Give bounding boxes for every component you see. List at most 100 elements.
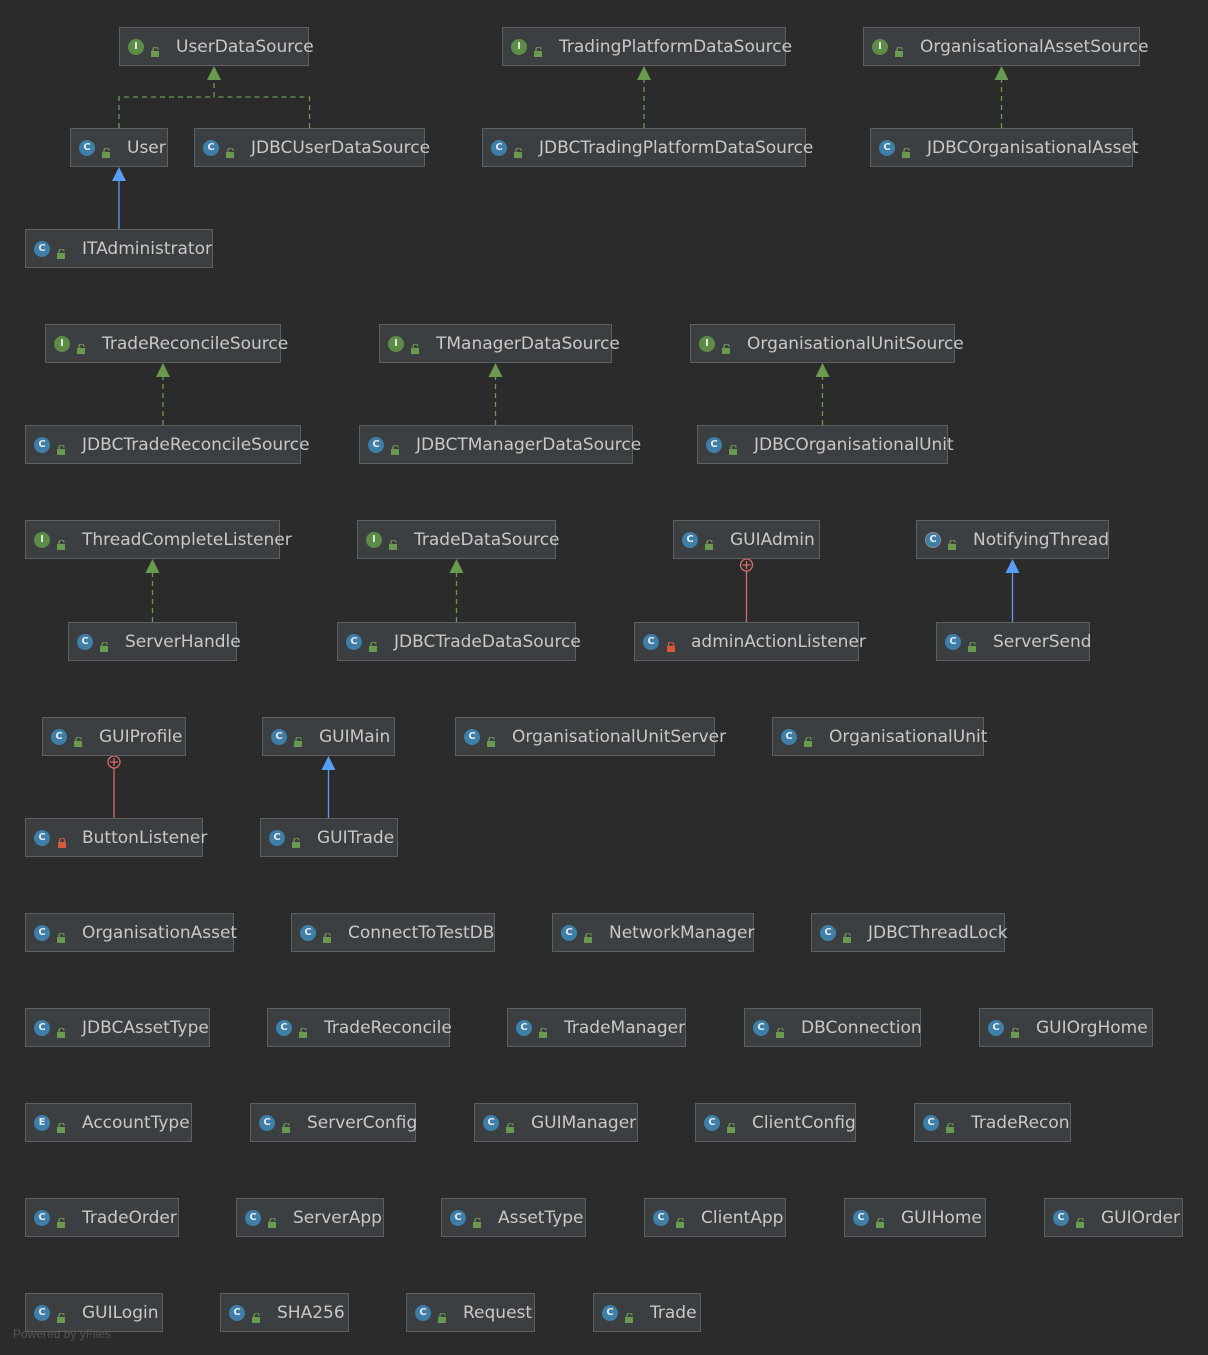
- public-lock-icon: [251, 1308, 263, 1323]
- class-node-label: Request: [463, 1302, 533, 1323]
- public-lock-icon: [775, 1023, 787, 1038]
- public-lock-icon: [56, 928, 68, 943]
- edge-jdbct-manager-data-source-to-t-manager-data-source: [488, 363, 503, 425]
- private-lock-icon: [665, 637, 677, 652]
- edge-jdbc-organisational-unit-to-organisational-unit-source: [815, 363, 830, 425]
- edge-button-listener-to-gui-profile: [107, 755, 121, 818]
- class-icon: C: [34, 1209, 50, 1226]
- public-lock-icon: [842, 928, 854, 943]
- class-node-trade-order[interactable]: C TradeOrder: [25, 1198, 179, 1237]
- public-lock-icon: [56, 440, 68, 455]
- public-lock-icon: [967, 637, 979, 652]
- class-node-label: JDBCOrganisationalAsset: [927, 137, 1139, 158]
- class-icon: C: [682, 531, 698, 548]
- class-node-server-app[interactable]: C ServerApp: [236, 1198, 384, 1237]
- class-node-label: JDBCTradeDataSource: [394, 631, 581, 652]
- public-lock-icon: [281, 1118, 293, 1133]
- public-lock-icon: [73, 732, 85, 747]
- class-node-label: ThreadCompleteListener: [82, 529, 292, 550]
- class-icon: C: [853, 1209, 869, 1226]
- class-icon: C: [34, 1304, 50, 1321]
- public-lock-icon: [704, 535, 716, 550]
- main-class-icon: C: [245, 1209, 261, 1226]
- class-node-trade-reconcile[interactable]: C TradeReconcile: [267, 1008, 452, 1047]
- class-icon: C: [271, 728, 287, 745]
- enum-icon: E: [34, 1114, 50, 1131]
- class-icon: C: [704, 1114, 720, 1131]
- public-lock-icon: [410, 339, 422, 354]
- class-icon: C: [203, 139, 219, 156]
- class-node-label: TManagerDataSource: [436, 333, 620, 354]
- class-node-label: TradeOrder: [82, 1207, 177, 1228]
- public-lock-icon: [875, 1213, 887, 1228]
- public-lock-icon: [472, 1213, 484, 1228]
- class-node-label: ServerApp: [293, 1207, 382, 1228]
- class-node-label: TradeReconcile: [324, 1017, 452, 1038]
- class-icon: C: [229, 1304, 245, 1321]
- class-icon: C: [1053, 1209, 1069, 1226]
- public-lock-icon: [56, 1308, 68, 1323]
- class-icon: C: [276, 1019, 292, 1036]
- public-lock-icon: [293, 732, 305, 747]
- public-lock-icon: [1010, 1023, 1022, 1038]
- public-lock-icon: [150, 42, 162, 57]
- public-lock-icon: [291, 833, 303, 848]
- class-node-label: NotifyingThread: [973, 529, 1109, 550]
- public-lock-icon: [721, 339, 733, 354]
- class-node-label: adminActionListener: [691, 631, 866, 652]
- class-node-label: DBConnection: [801, 1017, 922, 1038]
- public-lock-icon: [56, 535, 68, 550]
- class-node-label: GUIOrgHome: [1036, 1017, 1148, 1038]
- public-lock-icon: [947, 535, 959, 550]
